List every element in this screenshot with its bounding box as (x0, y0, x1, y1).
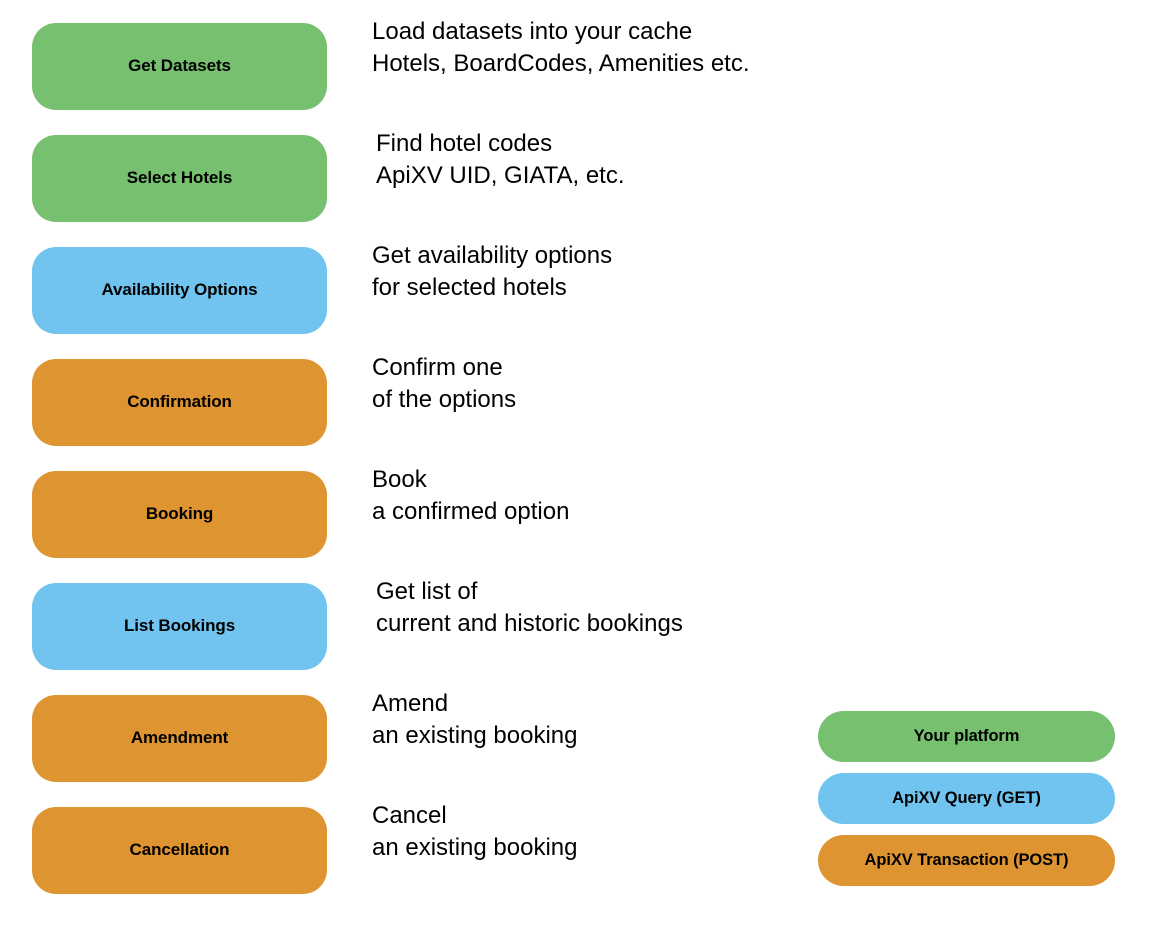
flow-step-pill-confirmation[interactable]: Confirmation (32, 359, 327, 446)
flow-step-description-line1: Get availability options (372, 242, 613, 269)
flow-step-label: Cancellation (129, 840, 230, 860)
flow-step-row: Amendment Amend an existing booking (0, 690, 1152, 782)
flow-step-pill-availability-options[interactable]: Availability Options (32, 247, 327, 334)
flow-step-description-line1: Amend (372, 690, 449, 717)
legend-item-query: ApiXV Query (GET) (818, 773, 1115, 824)
flow-step-description: Book a confirmed option (372, 464, 932, 528)
flow-step-label: Availability Options (101, 280, 258, 300)
flow-step-description-line1: Confirm one (372, 354, 503, 381)
flow-step-description-line1: Cancel (372, 802, 447, 829)
flow-step-row: List Bookings Get list of current and hist… (0, 578, 1152, 670)
flow-step-pill-amendment[interactable]: Amendment (32, 695, 327, 782)
flow-step-label: Booking (145, 504, 214, 524)
flow-step-description-line2: an existing booking (372, 722, 578, 749)
legend-item-label: Your platform (913, 727, 1020, 745)
legend-item-platform: Your platform (818, 711, 1115, 762)
flow-step-description-line2: current and historic bookings (376, 610, 683, 637)
flow-step-description: Cancel an existing booking (372, 800, 932, 864)
flow-step-description: Amend an existing booking (372, 688, 932, 752)
flow-step-description-line1: Book (372, 466, 427, 493)
flow-step-pill-get-datasets[interactable]: Get Datasets (32, 23, 327, 110)
flow-step-label: Select Hotels (126, 168, 233, 188)
flow-step-row: Cancellation Cancel an existing booking (0, 802, 1152, 894)
flow-step-description-line2: of the options (372, 386, 517, 413)
flow-step-row: Confirmation Confirm one of the options (0, 354, 1152, 446)
flow-step-row: Availability Options Get availability opt… (0, 242, 1152, 334)
flow-step-description-line1: Get list of (376, 578, 478, 605)
flow-step-pill-list-bookings[interactable]: List Bookings (32, 583, 327, 670)
flow-step-description: Confirm one of the options (372, 352, 932, 416)
flow-step-pill-cancellation[interactable]: Cancellation (32, 807, 327, 894)
flow-step-description-line2: ApiXV UID, GIATA, etc. (376, 162, 625, 189)
flow-step-description-line2: Hotels, BoardCodes, Amenities etc. (372, 50, 750, 77)
flow-step-row: Get Datasets Load datasets into your cach… (0, 18, 1152, 110)
legend-item-label: ApiXV Transaction (POST) (864, 851, 1069, 869)
flow-step-label: List Bookings (123, 616, 236, 636)
flow-step-description: Get list of current and historic bookings (376, 576, 936, 640)
flow-step-description-line2: an existing booking (372, 834, 578, 861)
legend-item-label: ApiXV Query (GET) (892, 789, 1041, 807)
flow-step-description-line2: for selected hotels (372, 274, 567, 301)
flow-step-description: Get availability options for selected hot… (372, 240, 932, 304)
flow-step-label: Get Datasets (128, 56, 231, 76)
flow-step-description-line1: Find hotel codes (376, 130, 553, 157)
legend-item-transaction: ApiXV Transaction (POST) (818, 835, 1115, 886)
flow-step-row: Booking Book a confirmed option (0, 466, 1152, 558)
flow-step-description-line1: Load datasets into your cache (372, 18, 693, 45)
flow-step-description-line2: a confirmed option (372, 498, 570, 525)
flow-step-label: Confirmation (127, 392, 232, 412)
flow-step-pill-select-hotels[interactable]: Select Hotels (32, 135, 327, 222)
flow-step-label: Amendment (130, 728, 229, 748)
flow-step-pill-booking[interactable]: Booking (32, 471, 327, 558)
